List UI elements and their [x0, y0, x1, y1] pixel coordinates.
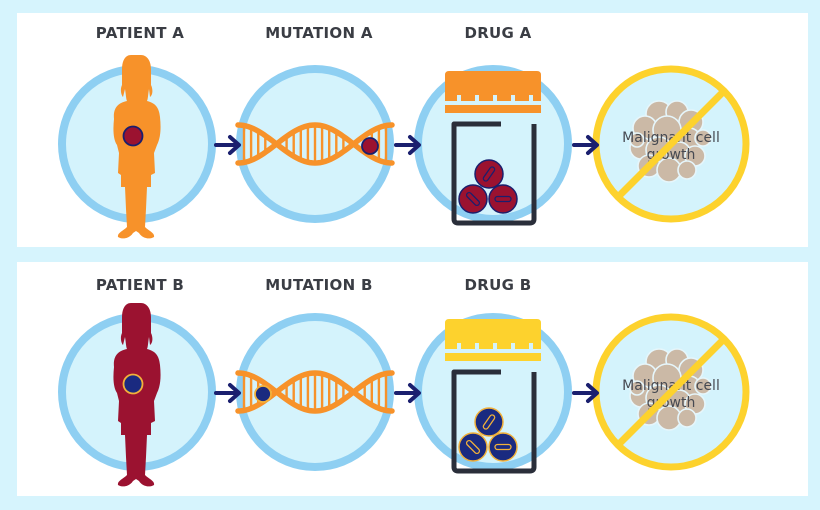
mutation-marker	[361, 137, 379, 155]
mutation-marker	[254, 385, 272, 403]
no-sign-slash	[614, 87, 728, 201]
outcome-label-line1: Malignant cell	[622, 378, 720, 394]
mutation-a-label: MUTATION A	[265, 24, 373, 42]
dna-helix-icon	[235, 370, 395, 414]
tumor-marker	[122, 373, 144, 395]
pill-icon	[488, 184, 518, 214]
jar-cap	[445, 71, 541, 101]
arrow-icon	[214, 135, 241, 155]
arrow-icon	[572, 135, 599, 155]
pill-jar-icon	[445, 71, 541, 226]
arrow-icon	[572, 383, 599, 403]
patient-silhouette-icon	[113, 55, 161, 239]
pill-icon	[458, 432, 488, 462]
jar-cap-rim	[445, 353, 541, 361]
arrow-icon	[214, 383, 241, 403]
jar-body	[451, 369, 537, 474]
pill-icon	[474, 407, 504, 437]
pill-icon	[488, 432, 518, 462]
tumor-marker	[122, 125, 144, 147]
patient-b-label: PATIENT B	[95, 276, 185, 294]
patient-a-label: PATIENT A	[95, 24, 185, 42]
no-sign-slash	[614, 335, 728, 449]
drug-a-label: DRUG A	[464, 24, 532, 42]
dna-strand	[235, 122, 395, 166]
pill-icon	[458, 184, 488, 214]
arrow-icon	[394, 135, 421, 155]
pill-jar-icon	[445, 319, 541, 474]
patient-silhouette-icon	[113, 303, 161, 487]
malignant-cells-icon	[629, 100, 712, 183]
jar-cap-rim	[445, 105, 541, 113]
malignant-cells-icon	[629, 348, 712, 431]
dna-helix-icon	[235, 122, 395, 166]
drug-b-label: DRUG B	[464, 276, 532, 294]
outcome-label-line1: Malignant cell	[622, 130, 720, 146]
mutation-b-label: MUTATION B	[265, 276, 373, 294]
jar-body	[451, 121, 537, 226]
arrow-icon	[394, 383, 421, 403]
pill-icon	[474, 159, 504, 189]
jar-cap	[445, 319, 541, 349]
dna-strand	[235, 370, 395, 414]
